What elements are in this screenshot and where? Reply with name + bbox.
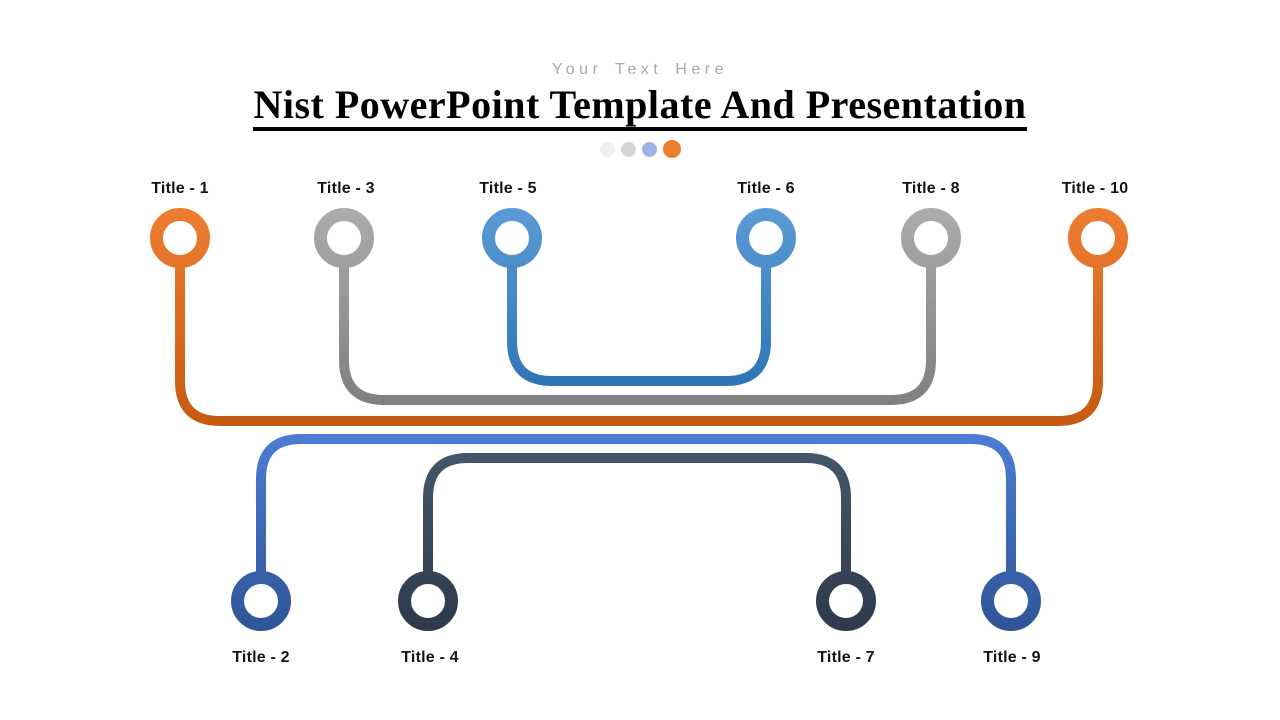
pagination-dot	[620, 141, 636, 157]
connector-5-6	[507, 256, 771, 386]
node-label-title-1: Title - 1	[151, 180, 209, 197]
connector-3-8	[339, 256, 936, 405]
node-ring-title-4	[398, 571, 458, 631]
pagination-dots	[0, 140, 1280, 158]
node-ring-title-6	[736, 208, 796, 268]
node-ring-title-9	[981, 571, 1041, 631]
node-label-title-2: Title - 2	[232, 649, 290, 666]
node-label-title-7: Title - 7	[817, 649, 875, 666]
node-ring-title-7	[816, 571, 876, 631]
node-ring-title-8	[901, 208, 961, 268]
connector-2-9	[256, 434, 1016, 584]
node-ring-title-5	[482, 208, 542, 268]
connector-4-7	[423, 453, 851, 584]
node-ring-title-3	[314, 208, 374, 268]
slide-title: Nist PowerPoint Template And Presentatio…	[253, 85, 1027, 131]
node-label-title-4: Title - 4	[401, 649, 459, 666]
node-ring-title-10	[1068, 208, 1128, 268]
node-label-title-3: Title - 3	[317, 180, 375, 197]
node-label-title-8: Title - 8	[902, 180, 960, 197]
node-label-title-10: Title - 10	[1061, 180, 1129, 197]
connector-1-10	[175, 256, 1103, 426]
node-label-title-5: Title - 5	[479, 180, 537, 197]
node-ring-title-2	[231, 571, 291, 631]
pagination-dot	[641, 141, 657, 157]
pagination-dot	[662, 140, 681, 158]
node-label-title-9: Title - 9	[983, 649, 1041, 666]
eyebrow-text: Your Text Here	[552, 61, 728, 78]
node-label-title-6: Title - 6	[737, 180, 795, 197]
title-row: Nist PowerPoint Template And Presentatio…	[0, 85, 1280, 131]
pagination-dot	[599, 141, 615, 157]
node-ring-title-1	[150, 208, 210, 268]
